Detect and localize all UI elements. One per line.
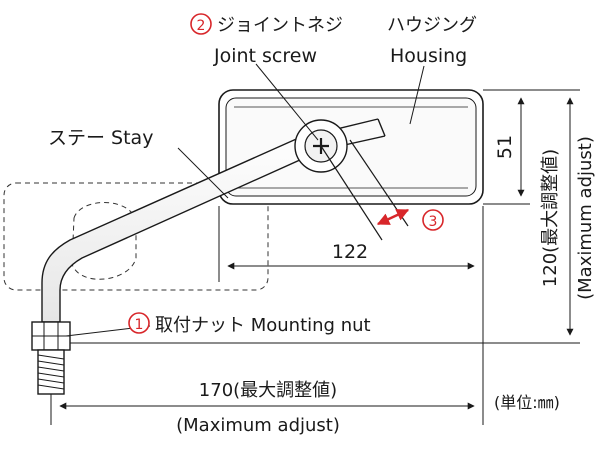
dim-120-en: (Maximum adjust)	[575, 136, 596, 300]
housing-label-en: Housing	[390, 45, 467, 67]
mount-number: 1	[135, 317, 144, 333]
dimension-lines	[50, 63, 580, 425]
joint-number: 2	[197, 18, 206, 34]
adjust-angle-marker	[320, 139, 410, 241]
dim-170-en: (Maximum adjust)	[176, 415, 340, 436]
callout-joint-screw: 2 ジョイントネジ Joint screw	[190, 13, 343, 67]
dim-122: 122	[332, 241, 368, 263]
joint-label-jp: ジョイントネジ	[217, 15, 343, 36]
mount-label: 取付ナット Mounting nut	[155, 315, 371, 336]
joint-label-en: Joint screw	[213, 45, 317, 67]
dim-170: 170(最大調整値)	[199, 380, 337, 401]
dim-120: 120(最大調整値)	[540, 149, 561, 287]
dim-51: 51	[494, 135, 516, 159]
dashed-alt-housing	[3, 182, 269, 291]
stay-label: ステー Stay	[48, 127, 153, 149]
unit-label: (単位:㎜)	[494, 393, 560, 412]
adjust-number: 3	[429, 214, 438, 230]
mirror-housing	[218, 89, 484, 205]
callout-mounting-nut: 1 取付ナット Mounting nut	[128, 312, 371, 336]
mounting-nut	[31, 321, 71, 395]
callout-adjust: 3	[422, 209, 444, 231]
housing-label-jp: ハウジング	[387, 15, 477, 36]
